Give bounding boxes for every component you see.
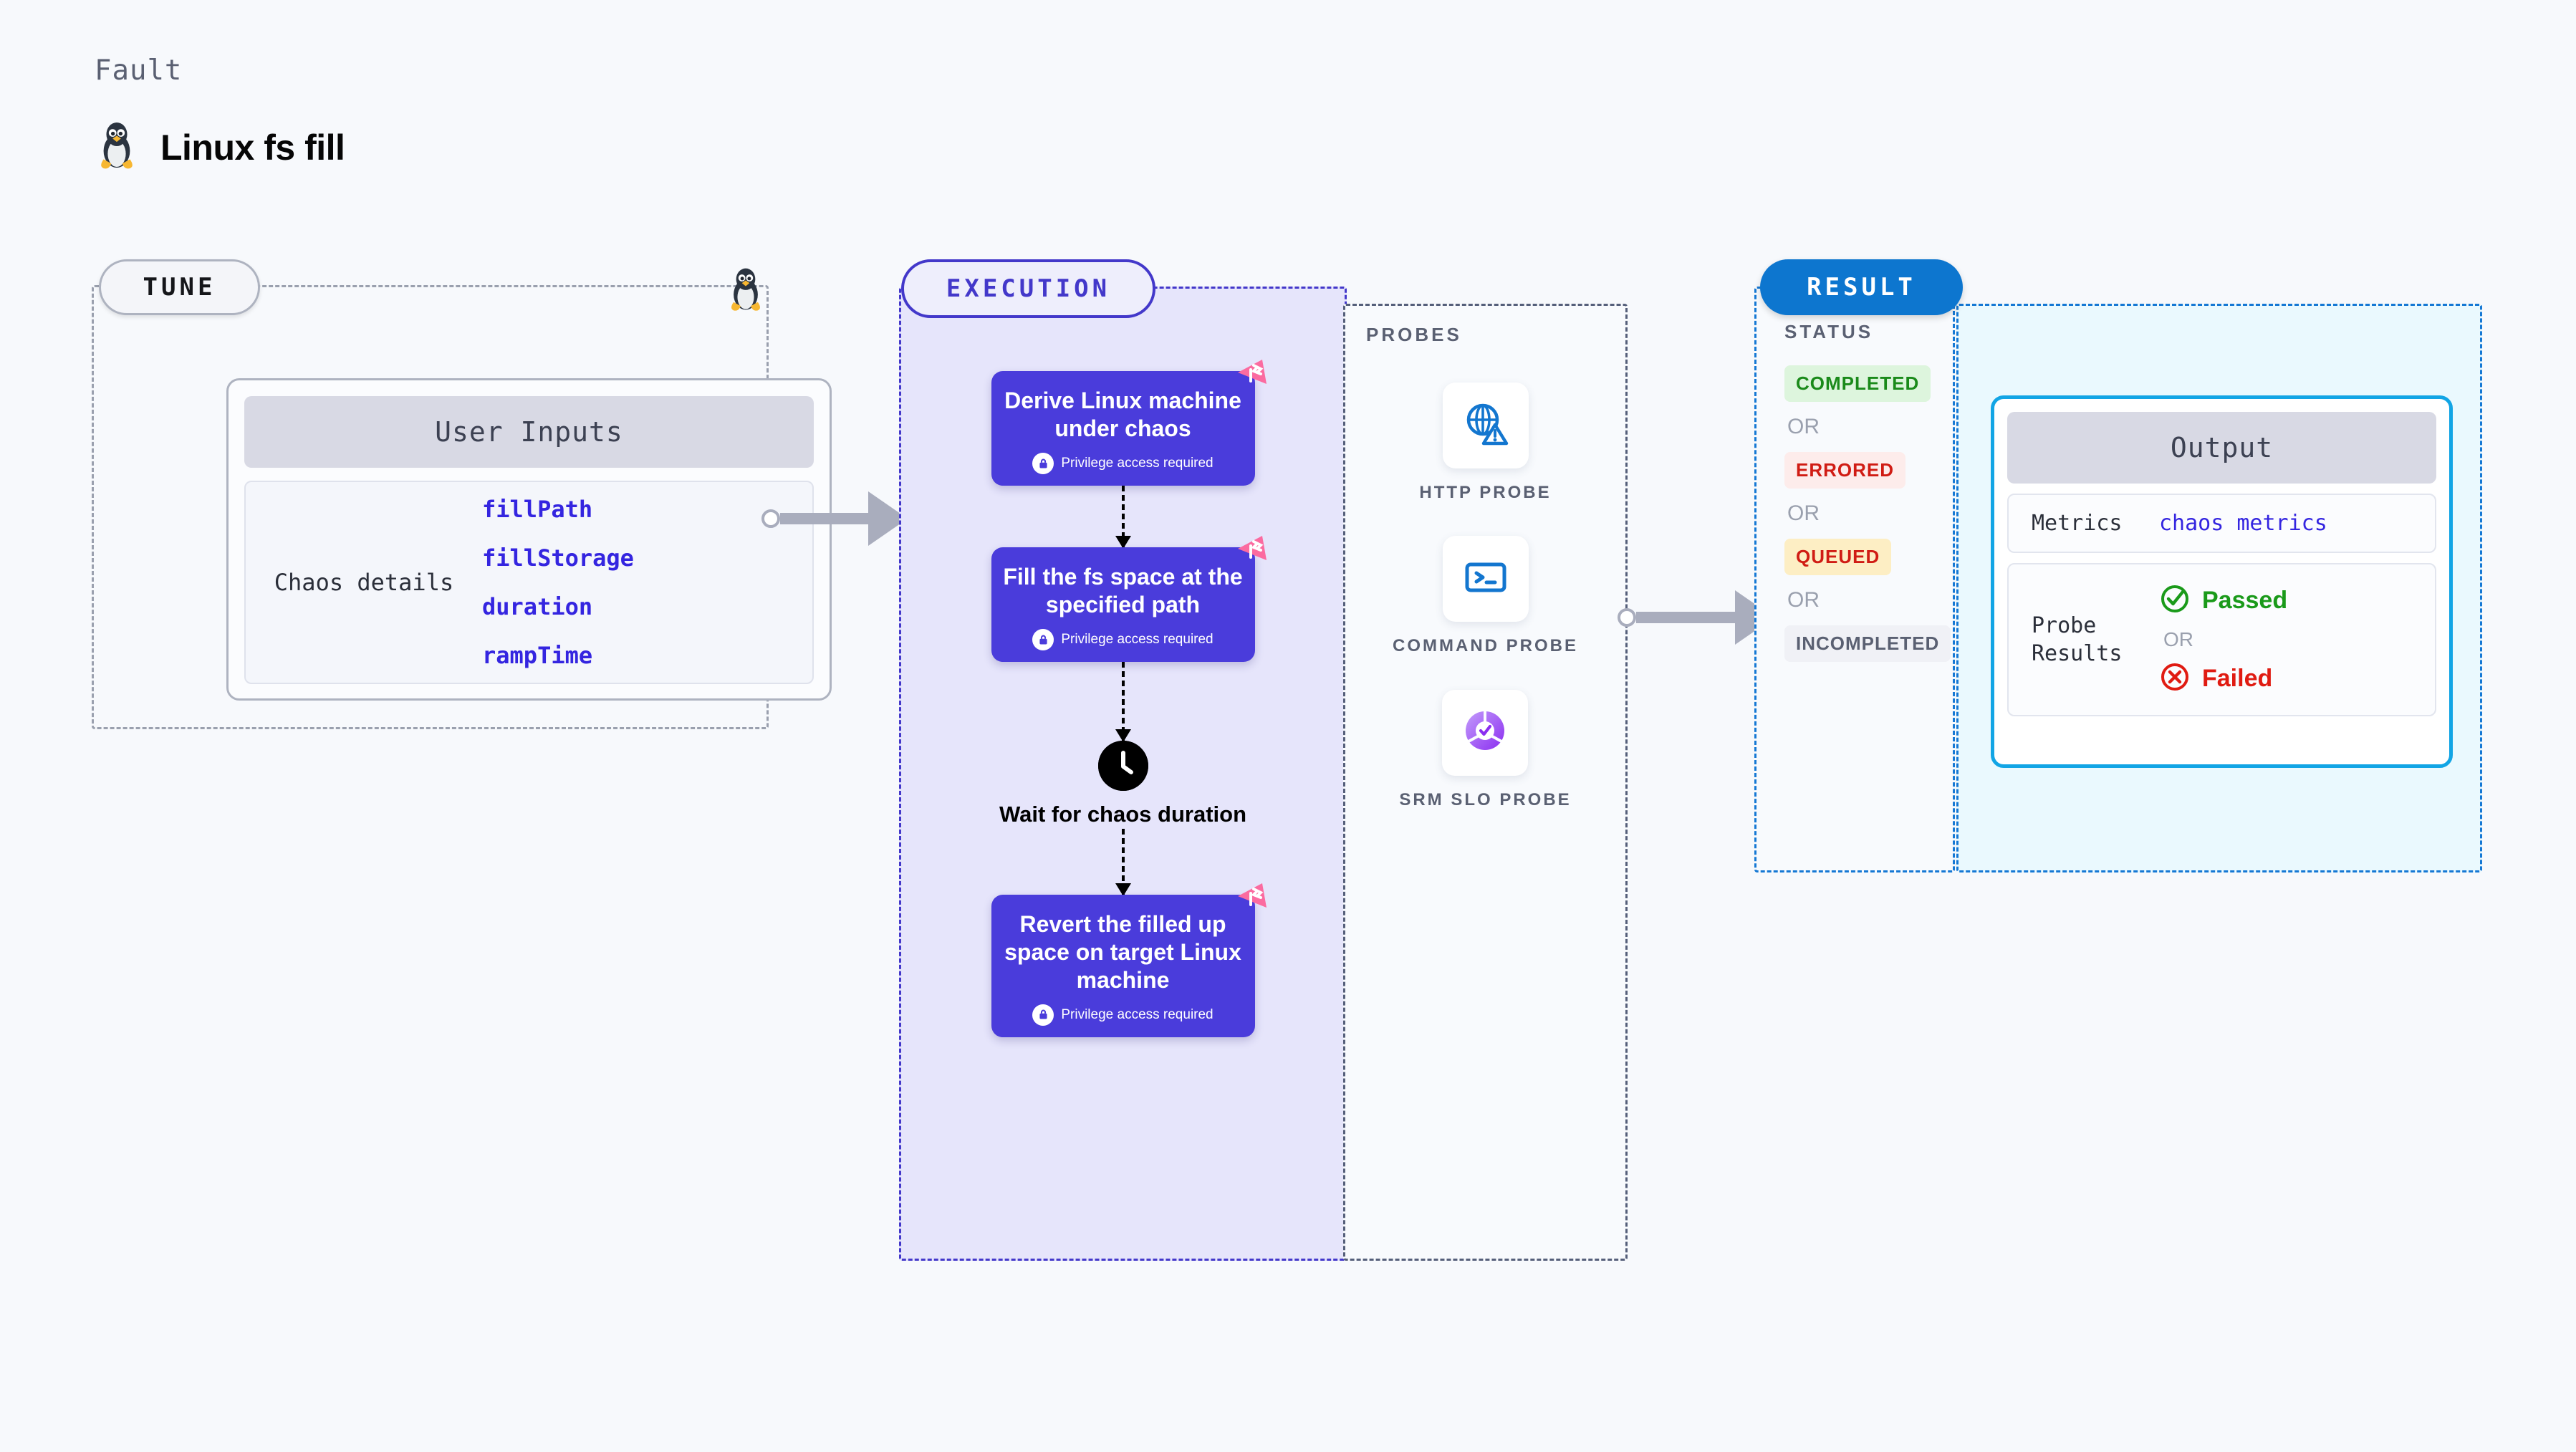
lock-icon	[1032, 1004, 1054, 1026]
probes-list: HTTP PROBE COMMAND PROBE	[1343, 383, 1628, 812]
connector-line	[1636, 612, 1736, 623]
probe-label: SRM SLO PROBE	[1399, 789, 1572, 809]
probe-command[interactable]: COMMAND PROBE	[1393, 536, 1578, 658]
user-inputs-card: User Inputs Chaos details fillPath fillS…	[226, 378, 832, 701]
probes-title: PROBES	[1366, 324, 1462, 345]
fault-corner-icon	[1234, 532, 1271, 572]
probes-region: PROBES	[1343, 304, 1628, 1261]
output-region: Output Metrics chaos metrics Probe Resul…	[1956, 304, 2482, 872]
fault-corner-icon	[1234, 879, 1271, 920]
metrics-label: Metrics	[2032, 511, 2123, 536]
clock-icon	[1097, 741, 1148, 792]
wait-label: Wait for chaos duration	[999, 802, 1247, 827]
result-chip[interactable]: RESULT	[1760, 259, 1963, 315]
execution-region: EXECUTION Derive Linux machine under cha…	[899, 259, 1347, 1261]
probe-http[interactable]: HTTP PROBE	[1419, 383, 1551, 504]
tune-region: TUNE User Inputs Chaos details fillPath …	[92, 259, 832, 729]
privilege-text: Privilege access required	[1061, 632, 1213, 648]
result-region: RESULT STATUS COMPLETED OR ERRORED OR QU…	[1754, 259, 1963, 872]
user-inputs-header: User Inputs	[244, 396, 814, 468]
step-title: Derive Linux machine under chaos	[1004, 388, 1241, 442]
execution-chip[interactable]: EXECUTION	[901, 259, 1155, 318]
probe-tile	[1442, 689, 1529, 776]
execution-step-revert[interactable]: Revert the filled up space on target Lin…	[991, 883, 1267, 1037]
linux-tux-icon	[725, 266, 766, 316]
probe-tile	[1442, 383, 1529, 468]
flow-arrow	[1115, 828, 1131, 896]
flow-arrow	[1115, 662, 1131, 743]
status-badge-queued: QUEUED	[1784, 539, 1892, 575]
step-title: Fill the fs space at the specified path	[1003, 564, 1243, 618]
terminal-icon	[1461, 552, 1511, 606]
chaos-details-label: Chaos details	[274, 569, 454, 596]
privilege-note: Privilege access required	[1001, 453, 1245, 475]
flow-arrow	[1115, 486, 1131, 549]
step-title: Revert the filled up space on target Lin…	[1004, 910, 1241, 993]
page-title: Linux fs fill	[160, 127, 345, 168]
or-separator: OR	[1787, 501, 1820, 525]
probe-result-passed: Passed	[2159, 583, 2287, 618]
output-probe-results-row: Probe Results Passed OR	[2007, 563, 2436, 716]
passed-label: Passed	[2202, 587, 2288, 614]
privilege-note: Privilege access required	[1001, 629, 1245, 651]
x-circle-icon	[2159, 661, 2191, 696]
srm-slo-check-icon	[1460, 706, 1510, 759]
page-title-row: Linux fs fill	[95, 120, 345, 174]
connector-tune-execution	[761, 491, 922, 546]
or-separator: OR	[1787, 588, 1820, 612]
status-title: STATUS	[1784, 321, 1874, 342]
connector-dot-start	[1618, 608, 1636, 627]
execution-step-derive[interactable]: Derive Linux machine under chaos Privile…	[991, 360, 1267, 486]
probe-label: HTTP PROBE	[1419, 483, 1552, 502]
execution-flow: Derive Linux machine under chaos Privile…	[899, 360, 1347, 1037]
param-fillstorage[interactable]: fillStorage	[482, 544, 634, 572]
wait-for-chaos-node: Wait for chaos duration	[999, 741, 1246, 829]
status-badge-incompleted: INCOMPLETED	[1784, 625, 1951, 662]
fault-kicker: Fault	[95, 54, 183, 87]
status-badge-completed: COMPLETED	[1784, 365, 1931, 402]
lock-icon	[1032, 453, 1054, 475]
probe-tile	[1442, 536, 1529, 622]
connector-dot-start	[761, 509, 780, 528]
linux-tux-icon	[95, 120, 139, 174]
probe-results-label: Probe Results	[2032, 613, 2123, 666]
param-duration[interactable]: duration	[482, 593, 593, 620]
globe-warning-icon	[1461, 399, 1511, 453]
output-metrics-row: Metrics chaos metrics	[2007, 494, 2436, 553]
or-separator: OR	[1787, 415, 1820, 438]
param-fillpath[interactable]: fillPath	[482, 496, 593, 523]
chaos-params-list: fillPath fillStorage duration rampTime	[482, 496, 634, 669]
lock-icon	[1032, 629, 1054, 651]
status-badge-errored: ERRORED	[1784, 452, 1906, 489]
param-ramptime[interactable]: rampTime	[482, 642, 593, 669]
privilege-text: Privilege access required	[1061, 456, 1213, 471]
privilege-note: Privilege access required	[1001, 1004, 1245, 1026]
metrics-value-link[interactable]: chaos metrics	[2159, 511, 2327, 536]
output-card: Output Metrics chaos metrics Probe Resul…	[1991, 395, 2453, 768]
probe-label: COMMAND PROBE	[1393, 636, 1578, 656]
or-separator: OR	[2163, 628, 2193, 650]
privilege-text: Privilege access required	[1061, 1006, 1213, 1022]
tune-chip[interactable]: TUNE	[99, 259, 260, 315]
chaos-details-row: Chaos details fillPath fillStorage durat…	[244, 481, 814, 684]
output-header: Output	[2007, 412, 2436, 484]
status-list: COMPLETED OR ERRORED OR QUEUED OR INCOMP…	[1784, 365, 1951, 662]
failed-label: Failed	[2202, 665, 2273, 692]
probe-results-values: Passed OR Failed	[2159, 583, 2287, 696]
probe-result-failed: Failed	[2159, 661, 2287, 696]
connector-line	[780, 513, 870, 524]
check-circle-icon	[2159, 583, 2191, 618]
probe-srm-slo[interactable]: SRM SLO PROBE	[1399, 689, 1572, 812]
fault-corner-icon	[1234, 355, 1271, 396]
execution-step-fill[interactable]: Fill the fs space at the specified path …	[991, 536, 1267, 663]
